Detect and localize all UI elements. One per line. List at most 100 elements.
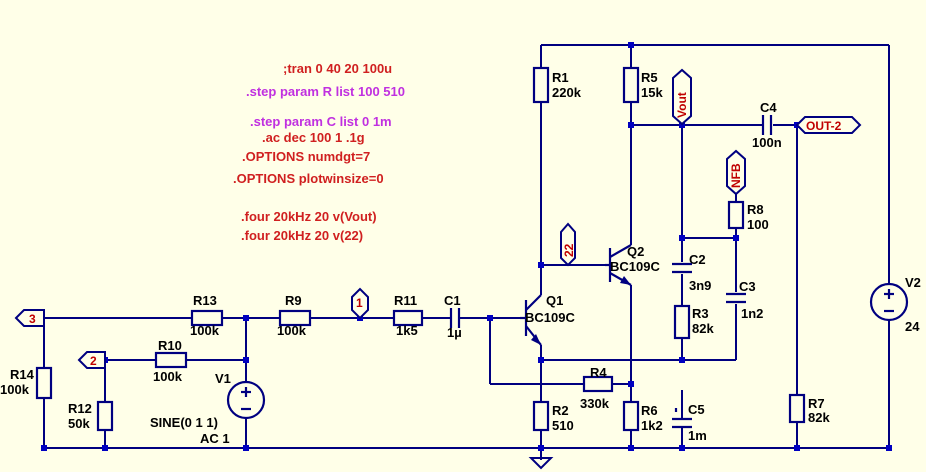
label-c4-value: 100n — [752, 135, 782, 150]
label-r4-value: 330k — [580, 396, 610, 411]
label-r11-value: 1k5 — [396, 323, 418, 338]
label-v2-name: V2 — [905, 275, 921, 290]
net-label-vout[interactable]: Vout — [672, 68, 692, 126]
svg-text:Vout: Vout — [675, 92, 689, 118]
label-r6-value: 1k2 — [641, 418, 663, 433]
label-c4-name: C4 — [760, 100, 777, 115]
svg-text:2: 2 — [90, 354, 97, 368]
label-r1-value: 220k — [552, 85, 582, 100]
svg-text:1: 1 — [356, 296, 363, 310]
resistor-r10[interactable] — [154, 351, 188, 369]
resistor-r13[interactable] — [190, 309, 224, 327]
resistor-r5[interactable] — [622, 66, 640, 104]
svg-text:22: 22 — [562, 243, 576, 257]
capacitor-c5[interactable] — [672, 408, 692, 429]
label-r2-value: 510 — [552, 418, 574, 433]
resistor-r12[interactable] — [96, 400, 114, 432]
label-q1-value: BC109C — [525, 310, 575, 325]
resistors — [35, 66, 806, 432]
label-r13-value: 100k — [190, 323, 220, 338]
svg-text:NFB: NFB — [729, 163, 743, 188]
label-r5-value: 15k — [641, 85, 663, 100]
label-r13-name: R13 — [193, 293, 217, 308]
label-r4-name: R4 — [590, 365, 607, 380]
resistor-r3[interactable] — [673, 304, 691, 340]
resistor-r2[interactable] — [532, 400, 550, 432]
label-r12-value: 50k — [68, 416, 90, 431]
label-c2-value: 3n9 — [689, 278, 711, 293]
label-v2-value: 24 — [905, 319, 920, 334]
label-r10-value: 100k — [153, 369, 183, 384]
net-label-out2[interactable]: OUT-2 — [795, 116, 862, 134]
capacitor-c2[interactable] — [672, 262, 692, 274]
transistor-q2[interactable] — [605, 244, 632, 286]
resistor-r11[interactable] — [392, 309, 424, 327]
directive-step-r[interactable]: .step param R list 100 510 — [246, 84, 405, 99]
resistor-r1[interactable] — [532, 66, 550, 104]
label-v1-name: V1 — [215, 371, 231, 386]
label-c3-value: 1n2 — [741, 306, 763, 321]
label-v1-value: SINE(0 1 1) — [150, 415, 218, 430]
voltage-source-v2[interactable] — [869, 282, 909, 322]
resistor-r14[interactable] — [35, 366, 53, 400]
label-r6-name: R6 — [641, 403, 658, 418]
resistor-r6[interactable] — [622, 400, 640, 432]
directive-step-c[interactable]: .step param C list 0 1m — [250, 114, 392, 129]
label-r3-name: R3 — [692, 306, 709, 321]
transistor-q1[interactable] — [520, 294, 542, 346]
directive-four-22[interactable]: .four 20kHz 20 v(22) — [241, 228, 363, 243]
label-r1-name: R1 — [552, 70, 569, 85]
label-c1-name: C1 — [444, 293, 461, 308]
label-r3-value: 82k — [692, 321, 714, 336]
resistor-r8[interactable] — [727, 200, 745, 230]
resistor-r9[interactable] — [278, 309, 312, 327]
directive-tran[interactable]: ;tran 0 40 20 100u — [283, 61, 392, 76]
net-label-1[interactable]: 1 — [351, 287, 369, 320]
label-r5-name: R5 — [641, 70, 658, 85]
wires — [43, 44, 890, 460]
label-v1-value2: AC 1 — [200, 431, 230, 446]
ground-icon — [528, 457, 554, 470]
capacitor-c1[interactable] — [449, 308, 461, 328]
net-label-2[interactable]: 2 — [77, 351, 106, 369]
net-label-22[interactable]: 22 — [560, 222, 576, 267]
label-r14-name: R14 — [10, 367, 35, 382]
resistor-r7[interactable] — [788, 393, 806, 424]
label-r9-value: 100k — [277, 323, 307, 338]
label-r12-name: R12 — [68, 401, 92, 416]
label-c2-name: C2 — [689, 252, 706, 267]
label-q2-name: Q2 — [627, 244, 644, 259]
label-r7-value: 82k — [808, 410, 830, 425]
label-q2-value: BC109C — [610, 259, 660, 274]
label-r9-name: R9 — [285, 293, 302, 308]
capacitor-c4[interactable] — [761, 115, 773, 135]
label-r2-name: R2 — [552, 403, 569, 418]
label-c5-name: C5 — [688, 402, 705, 417]
svg-text:OUT-2: OUT-2 — [806, 119, 842, 133]
net-label-3[interactable]: 3 — [14, 309, 45, 327]
component-labels: R1 220k R5 15k C4 100n R8 100 Q2 BC109C … — [0, 70, 921, 446]
label-r7-name: R7 — [808, 396, 825, 411]
net-label-nfb[interactable]: NFB — [726, 149, 746, 196]
label-c1-value: 1µ — [447, 325, 462, 340]
svg-text:3: 3 — [29, 312, 36, 326]
voltage-source-v1[interactable] — [226, 380, 266, 420]
label-c3-name: C3 — [739, 279, 756, 294]
label-r8-value: 100 — [747, 217, 769, 232]
label-r8-name: R8 — [747, 202, 764, 217]
capacitors — [449, 115, 773, 429]
resistor-r4[interactable] — [582, 375, 614, 393]
label-r11-name: R11 — [394, 293, 417, 308]
label-c5-value: 1m — [688, 428, 707, 443]
spice-directives: ;tran 0 40 20 100u .step param R list 10… — [233, 61, 405, 243]
directive-options-numdgt[interactable]: .OPTIONS numdgt=7 — [242, 149, 370, 164]
label-r10-name: R10 — [158, 338, 182, 353]
capacitor-c3[interactable] — [726, 292, 746, 304]
label-r14-value: 100k — [0, 382, 30, 397]
directive-options-plotwinsize[interactable]: .OPTIONS plotwinsize=0 — [233, 171, 384, 186]
directive-four-vout[interactable]: .four 20kHz 20 v(Vout) — [241, 209, 377, 224]
net-labels: 3 2 1 22 Vout NFB OUT-2 — [14, 68, 862, 369]
label-q1-name: Q1 — [546, 293, 563, 308]
directive-ac[interactable]: .ac dec 100 1 .1g — [262, 130, 365, 145]
